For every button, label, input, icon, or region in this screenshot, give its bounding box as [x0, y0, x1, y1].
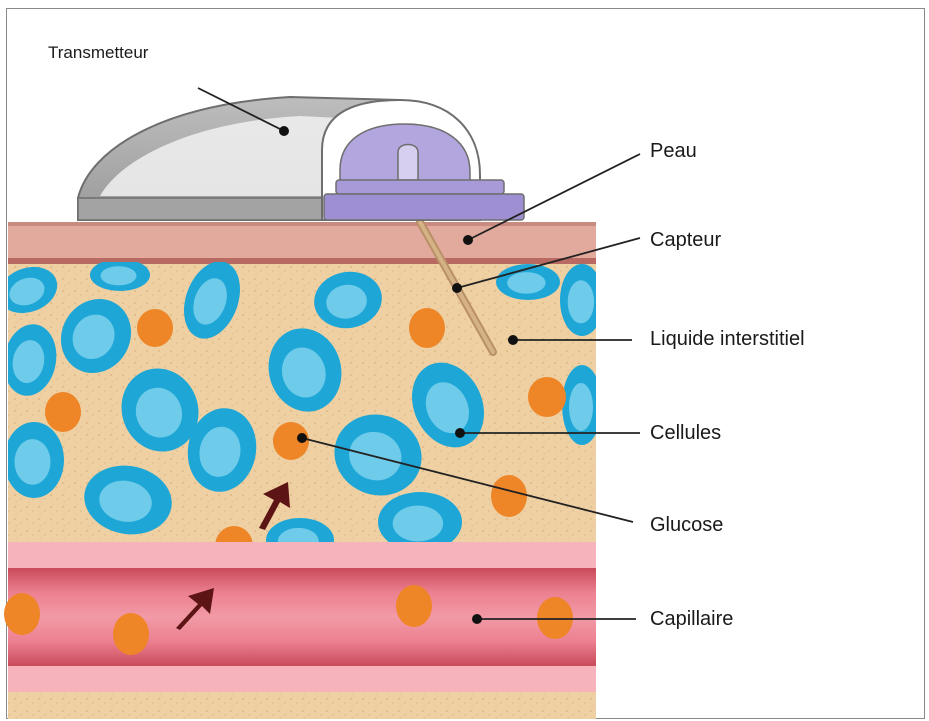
glucose-molecule: [537, 597, 573, 639]
cell: [90, 259, 150, 291]
capillary-wall-bottom: [8, 666, 596, 692]
sensor-hub-knob: [398, 145, 418, 181]
leader-glucose-dot: [297, 433, 307, 443]
cell: [560, 264, 604, 336]
sensor-base-plate: [324, 194, 524, 220]
transmitter-device: [78, 97, 524, 220]
skin-layer: [8, 222, 596, 264]
capillary-layer: [4, 542, 596, 719]
label-interstitial-fluid: Liquide interstitiel: [650, 328, 805, 350]
cell: [4, 422, 64, 498]
leader-cells-dot: [455, 428, 465, 438]
label-glucose: Glucose: [650, 514, 723, 536]
label-transmitter: Transmetteur: [48, 43, 149, 62]
glucose-molecule: [491, 475, 527, 517]
glucose-molecule: [45, 392, 81, 432]
glucose-molecule: [4, 593, 40, 635]
tissue-layer: [0, 254, 604, 566]
skin-top-edge: [8, 222, 596, 226]
sensor-step: [336, 180, 504, 194]
capillary-blood: [8, 568, 596, 666]
glucose-molecule: [409, 308, 445, 348]
leader-capillary-dot: [472, 614, 482, 624]
label-cells: Cellules: [650, 422, 721, 444]
capillary-wall-top: [8, 542, 596, 568]
leader-sensor-dot: [452, 283, 462, 293]
glucose-molecule: [113, 613, 149, 655]
leader-transmitter-dot: [279, 126, 289, 136]
skin-bottom-edge: [8, 258, 596, 264]
glucose-molecule: [137, 309, 173, 347]
tissue-bottom-band: [8, 692, 596, 719]
glucose-molecule: [528, 377, 566, 417]
skin-band: [8, 222, 596, 264]
transmitter-base: [78, 198, 338, 220]
glucose-molecule: [396, 585, 432, 627]
leader-interstitial-fluid-dot: [508, 335, 518, 345]
label-skin: Peau: [650, 140, 697, 162]
label-capillary: Capillaire: [650, 608, 733, 630]
label-sensor: Capteur: [650, 229, 721, 251]
leader-skin-dot: [463, 235, 473, 245]
